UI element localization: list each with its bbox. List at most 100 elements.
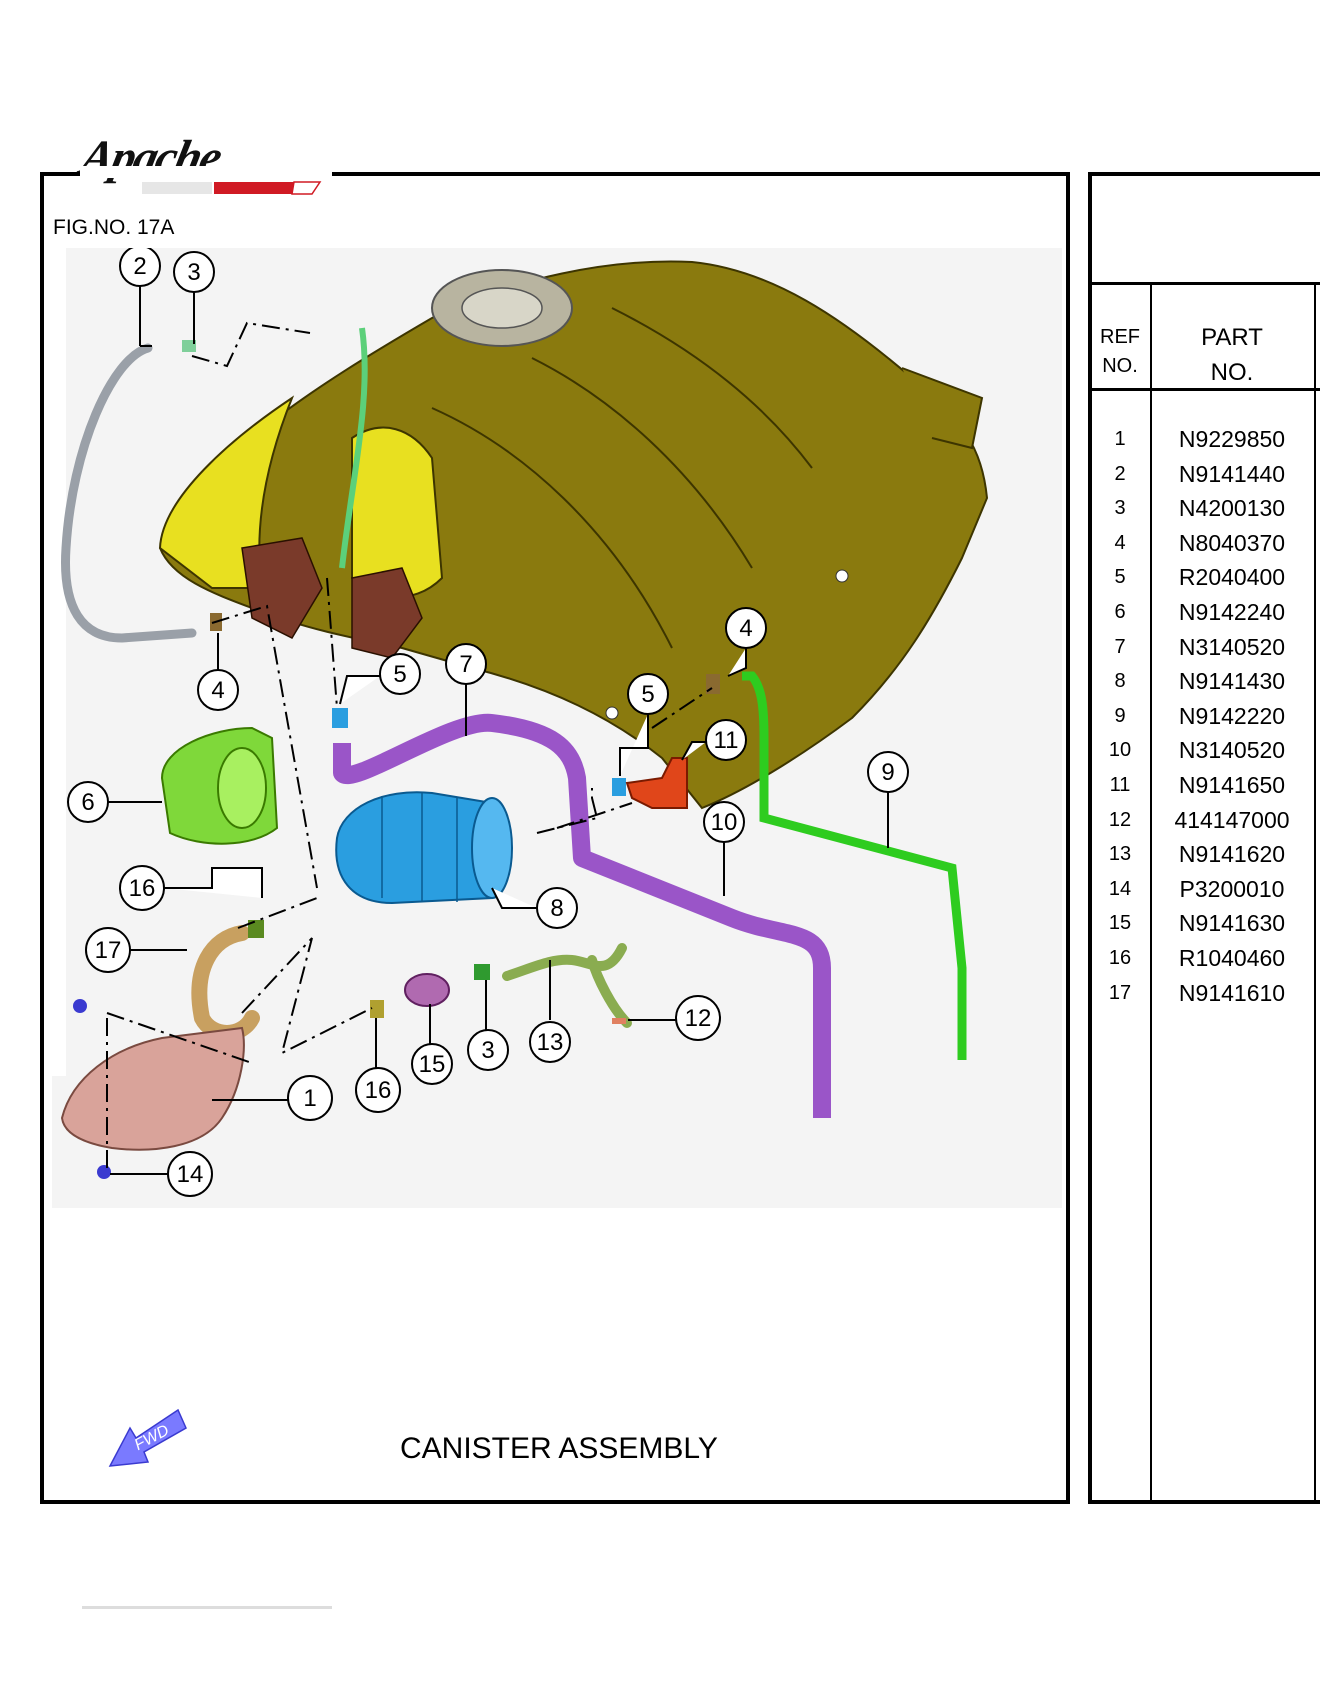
table-header-top-line [1088, 282, 1320, 285]
svg-text:11: 11 [714, 727, 739, 754]
table-row-part-no: N9141650 [1178, 772, 1286, 798]
callout-13: 13 [529, 960, 571, 1063]
callout-11: 11 [681, 719, 747, 761]
callout-2: 2 [119, 248, 161, 347]
callout-14: 14 [110, 1151, 213, 1197]
callout-8: 8 [491, 887, 578, 929]
col-header-ref: REF NO. [1092, 323, 1148, 381]
callout-16-upper: 16 [119, 865, 263, 911]
col-header-part: PART NO. [1152, 321, 1312, 391]
callout-17: 17 [85, 927, 187, 973]
svg-text:5: 5 [641, 681, 654, 708]
table-row-ref: 1 [1114, 428, 1126, 450]
green-hose [742, 671, 967, 1060]
svg-text:2: 2 [133, 253, 146, 280]
callout-4-right: 4 [725, 607, 767, 677]
callout-4-left: 4 [197, 633, 239, 711]
table-row-part-no: N9229850 [1178, 426, 1286, 452]
svg-text:15: 15 [419, 1051, 446, 1078]
callout-15: 15 [411, 1004, 453, 1085]
apache-logo: Apache [76, 130, 332, 202]
table-header-bottom-line [1088, 388, 1320, 391]
svg-text:1: 1 [303, 1085, 316, 1112]
table-row-ref: 3 [1114, 497, 1126, 520]
svg-text:3: 3 [481, 1037, 494, 1064]
parts-table-frame [1088, 172, 1320, 1504]
table-row-part-no: N9142240 [1178, 599, 1286, 625]
table-row-ref: 16 [1108, 947, 1132, 969]
table-row-ref: 13 [1108, 843, 1132, 866]
callout-7: 7 [445, 643, 487, 736]
table-row-part-no: N9141610 [1178, 979, 1286, 1006]
table-row-ref: 14 [1108, 877, 1132, 900]
table-row-part-no: N9141630 [1178, 910, 1286, 937]
table-column-divider-2 [1314, 284, 1316, 1504]
table-row-part-no: N3140520 [1178, 737, 1286, 764]
svg-text:3: 3 [187, 259, 200, 286]
callout-10: 10 [703, 801, 745, 896]
callout-16-lower: 16 [355, 1018, 401, 1113]
svg-text:7: 7 [459, 651, 472, 678]
frame-logo-gap [80, 166, 332, 178]
svg-text:16: 16 [365, 1077, 392, 1104]
table-row-ref: 2 [1114, 462, 1126, 485]
table-row-part-no: 414147000 [1174, 806, 1290, 833]
col-header-part-line2: NO. [1210, 358, 1254, 386]
table-row-ref: 9 [1114, 704, 1126, 727]
forward-arrow-icon: FWD [108, 1408, 187, 1467]
svg-text:8: 8 [550, 895, 563, 922]
table-row-ref: 4 [1114, 531, 1126, 554]
table-row-ref: 6 [1114, 601, 1126, 623]
svg-text:4: 4 [739, 615, 752, 642]
table-row-part-no: N4200130 [1178, 495, 1286, 522]
figure-frame [40, 172, 1070, 1504]
logo-sub-badge [142, 181, 322, 195]
purple-hose [333, 713, 831, 1118]
table-row-ref: 7 [1114, 635, 1126, 658]
svg-text:5: 5 [393, 661, 406, 688]
svg-text:16: 16 [129, 875, 156, 902]
table-column-divider [1150, 284, 1152, 1504]
next-page-edge [82, 1606, 332, 1609]
callout-9: 9 [867, 751, 909, 848]
exploded-diagram: 2 3 4 5 7 6 5 11 4 9 10 16 8 17 12 13 3 … [52, 248, 1062, 1208]
fuel-tank [158, 260, 989, 810]
col-header-ref-line2: NO. [1102, 355, 1138, 377]
elbow-connector [625, 757, 688, 809]
table-row-ref: 15 [1108, 912, 1132, 935]
callout-3-lower: 3 [467, 980, 509, 1071]
table-row-part-no: P3200010 [1179, 875, 1285, 902]
callout-12: 12 [628, 995, 721, 1041]
table-row-part-no: N8040370 [1178, 529, 1286, 556]
table-row-ref: 12 [1108, 808, 1132, 831]
table-row-ref: 17 [1108, 981, 1132, 1004]
callout-1: 1 [212, 1075, 333, 1121]
callout-6: 6 [67, 781, 162, 823]
figure-number: FIG.NO. 17A [53, 216, 175, 239]
table-row-part-no: N9141430 [1178, 668, 1286, 695]
table-row-part-no: N9141440 [1178, 460, 1286, 487]
callout-5-left: 5 [339, 653, 421, 705]
vent-hose-grey [61, 343, 197, 643]
canister [335, 791, 513, 905]
table-row-ref: 8 [1114, 670, 1126, 693]
svg-text:10: 10 [711, 809, 738, 836]
svg-text:17: 17 [95, 937, 122, 964]
table-row-part-no: N3140520 [1178, 633, 1286, 660]
table-row-part-no: R2040400 [1178, 564, 1286, 591]
svg-text:12: 12 [685, 1005, 712, 1032]
table-row-part-no: R1040460 [1178, 945, 1286, 971]
table-row-ref: 10 [1108, 739, 1132, 762]
col-header-part-line1: PART [1201, 324, 1263, 351]
svg-text:14: 14 [177, 1161, 204, 1188]
table-row-ref: 11 [1109, 774, 1131, 796]
table-row-part-no: N9141620 [1178, 841, 1286, 868]
figure-caption: CANISTER ASSEMBLY [400, 1432, 718, 1465]
svg-text:9: 9 [881, 759, 894, 786]
callout-3: 3 [173, 251, 215, 344]
callout-5-right: 5 [619, 673, 669, 776]
table-row-ref: 5 [1114, 566, 1126, 589]
col-header-ref-line1: REF [1100, 326, 1140, 348]
svg-text:13: 13 [537, 1029, 564, 1056]
table-row-part-no: N9142220 [1178, 702, 1286, 729]
